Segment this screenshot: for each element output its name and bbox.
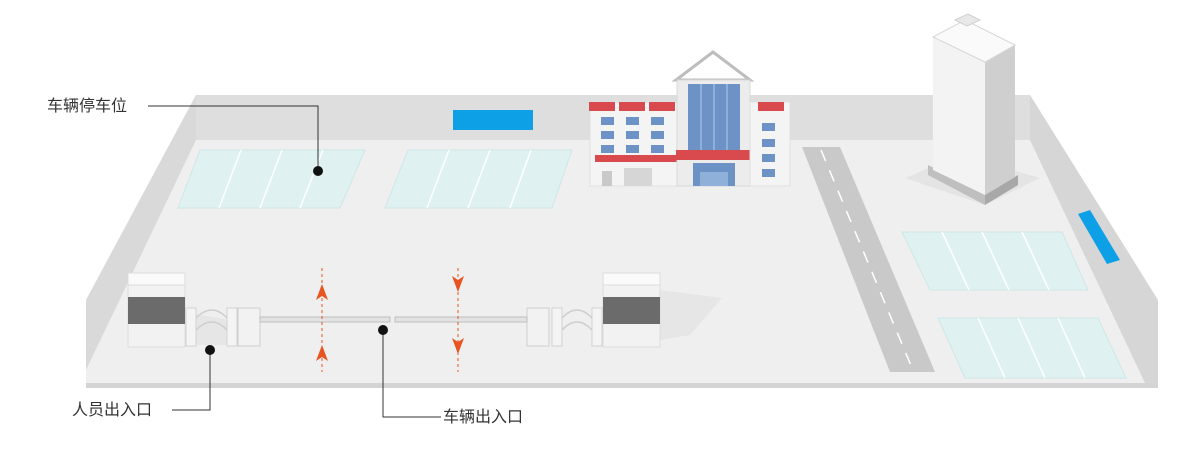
- callout-parking: [148, 105, 323, 176]
- callout-vehicle: [378, 325, 441, 418]
- barrier-gate-right: [394, 307, 550, 347]
- guard-booth-right: [602, 272, 722, 348]
- tower-building: [905, 13, 1040, 205]
- blue-sign-back: [453, 110, 533, 130]
- parking-label: 车辆停车位: [47, 96, 128, 115]
- barrier-gate-left: [237, 307, 391, 347]
- inbound-flow-arrows: [316, 268, 328, 372]
- main-building: [589, 50, 791, 187]
- parking-area-2: [384, 149, 573, 209]
- turnstile-left: [185, 307, 238, 347]
- turnstile-right: [551, 307, 603, 347]
- parking-area-4: [937, 317, 1127, 379]
- vehicle-marker: [378, 325, 388, 335]
- blue-sign-right: [1078, 210, 1120, 264]
- vehicle-entrance-label: 车辆出入口: [443, 407, 524, 426]
- pedestrian-marker: [205, 345, 215, 355]
- parking-marker: [313, 166, 323, 176]
- road: [802, 147, 935, 372]
- parking-area-1: [177, 149, 366, 209]
- pedestrian-entrance-label: 人员出入口: [72, 400, 153, 419]
- callout-pedestrian: [172, 345, 215, 411]
- outbound-flow-arrows: [452, 268, 464, 372]
- guard-booth-left: [127, 272, 240, 348]
- parking-area-3: [901, 231, 1089, 291]
